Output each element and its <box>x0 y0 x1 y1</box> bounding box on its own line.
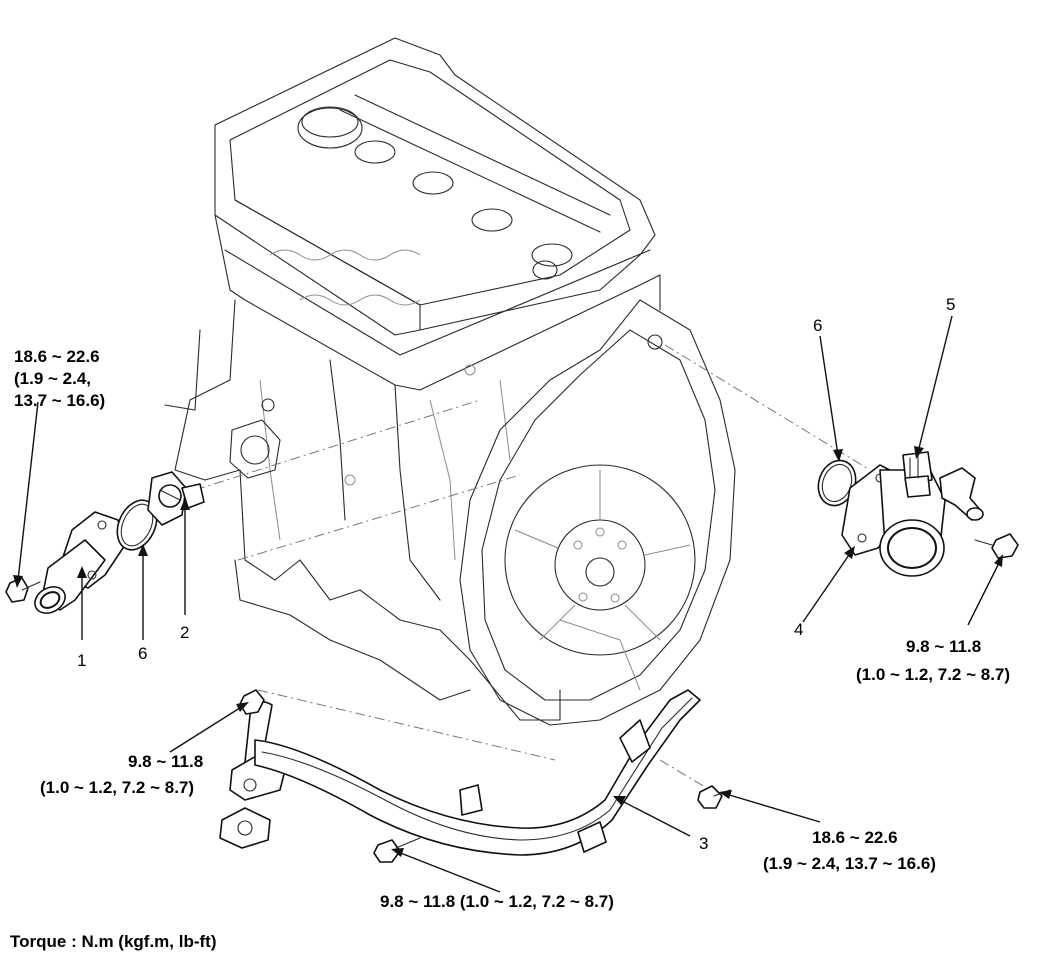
torque-pipe-right-bolt-l2: (1.9 ~ 2.4, 13.7 ~ 16.6) <box>763 854 936 873</box>
torque-pipe-bottom-bolt: 9.8 ~ 11.8 (1.0 ~ 1.2, 7.2 ~ 8.7) <box>380 892 614 911</box>
torque-pipe-left-bolt-l2: (1.0 ~ 1.2, 7.2 ~ 8.7) <box>40 778 194 797</box>
callout-3: 3 <box>699 834 708 853</box>
torque-outlet-fitting-l3: 13.7 ~ 16.6) <box>14 391 105 410</box>
coolant-pipe <box>219 689 731 863</box>
callout-1: 1 <box>77 651 86 670</box>
assembly-centerlines <box>194 344 871 791</box>
water-outlet-housing <box>817 451 1019 577</box>
torque-outlet-fitting-l1: 18.6 ~ 22.6 <box>14 347 100 366</box>
gasket-left <box>116 499 158 551</box>
torque-outlet-fitting-l2: (1.9 ~ 2.4, <box>14 369 91 388</box>
torque-unit-note: Torque : N.m (kgf.m, lb-ft) <box>10 932 217 951</box>
torque-pipe-left-bolt-l1: 9.8 ~ 11.8 <box>128 752 203 771</box>
coolant-outlet-fitting <box>5 511 126 614</box>
callout-2: 2 <box>180 623 189 642</box>
torque-specs: 18.6 ~ 22.6 (1.9 ~ 2.4, 13.7 ~ 16.6) 9.8… <box>14 347 1010 911</box>
leader-lines <box>13 315 1003 893</box>
torque-pipe-right-bolt-l1: 18.6 ~ 22.6 <box>812 828 898 847</box>
torque-housing-bolt-l2: (1.0 ~ 1.2, 7.2 ~ 8.7) <box>856 665 1010 684</box>
callout-6-right: 6 <box>813 316 822 335</box>
callout-4: 4 <box>794 620 803 639</box>
engine-block <box>164 37 736 726</box>
callout-5: 5 <box>946 295 955 314</box>
thermostat <box>147 471 205 526</box>
callout-6-left: 6 <box>138 644 147 663</box>
callout-numbers: 1 6 2 6 5 4 3 <box>77 295 955 853</box>
torque-housing-bolt-l1: 9.8 ~ 11.8 <box>906 637 981 656</box>
